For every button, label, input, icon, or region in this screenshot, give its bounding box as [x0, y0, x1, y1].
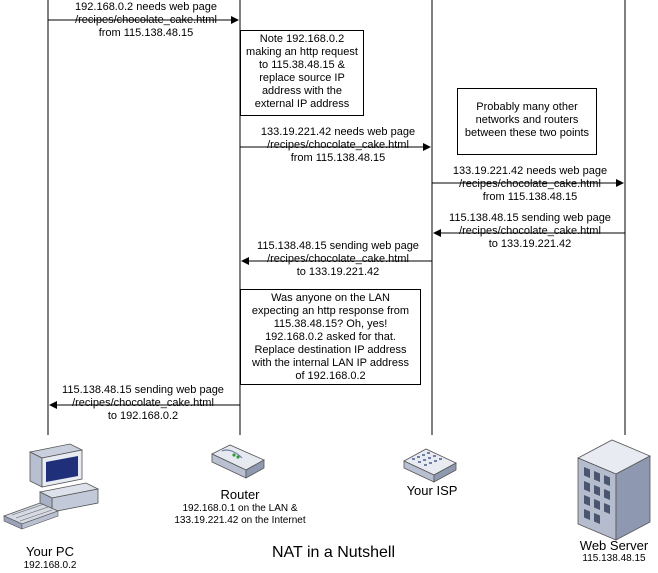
desktop-pc-icon	[2, 443, 100, 530]
server-address: 115.138.48.15	[582, 553, 646, 564]
server-tower-icon	[577, 439, 651, 541]
diagram-title: NAT in a Nutshell	[272, 544, 396, 561]
pc-name: Your PC	[26, 544, 74, 559]
note-router-outbound: Note 192.168.0.2 making an http request …	[240, 30, 364, 116]
router-name: Router	[220, 487, 260, 502]
message-router-to-pc: 115.138.48.15 sending web page /recipes/…	[62, 384, 224, 422]
router-icon	[211, 444, 265, 479]
message-isp-to-server: 133.19.221.42 needs web page /recipes/ch…	[452, 165, 608, 203]
note-router-inbound: Was anyone on the LAN expecting an http …	[240, 289, 421, 385]
router-address: 192.168.0.1 on the LAN & 133.19.221.42 o…	[174, 503, 306, 526]
message-pc-to-router: 192.168.0.2 needs web page /recipes/choc…	[75, 1, 217, 39]
message-server-to-isp: 115.138.48.15 sending web page /recipes/…	[449, 212, 611, 250]
pc-address: 192.168.0.2	[23, 560, 77, 571]
message-router-to-isp: 133.19.221.42 needs web page /recipes/ch…	[260, 126, 416, 164]
message-isp-to-router: 115.138.48.15 sending web page /recipes/…	[257, 240, 419, 278]
isp-name: Your ISP	[406, 483, 458, 498]
server-name: Web Server	[579, 538, 649, 553]
note-isp-between: Probably many other networks and routers…	[457, 88, 597, 155]
network-switch-icon	[403, 448, 457, 483]
